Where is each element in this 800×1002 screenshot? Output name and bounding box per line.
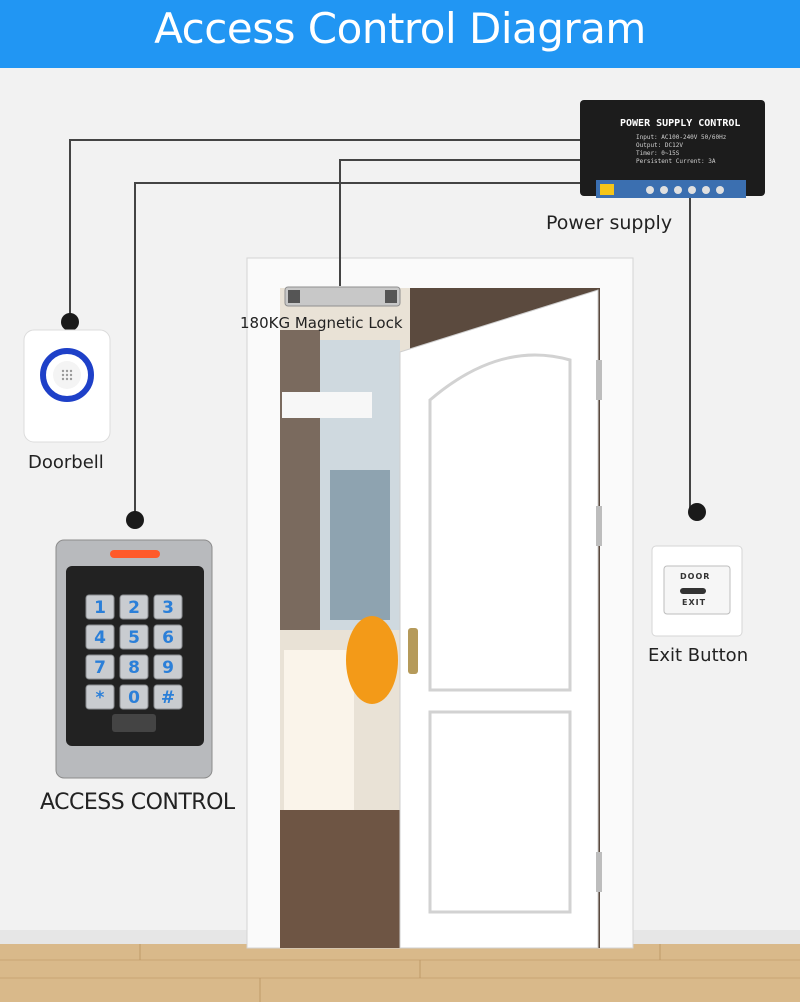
doorbell-device [23,329,111,443]
keypad-key [85,594,115,620]
magnetic-lock-label: 180KG Magnetic Lock [240,314,403,332]
keypad-key [153,654,183,680]
wire-access-control [134,182,596,520]
wire-doorbell [69,139,596,322]
keypad-keys: 1 2 3 4 5 6 7 8 9 * 0 # [85,594,183,710]
keypad-key [85,654,115,680]
access-control-label: ACCESS CONTROL [40,790,235,815]
keypad-key [153,594,183,620]
orange-chair [346,616,398,704]
keypad-led [110,550,160,558]
psu-line: Input: AC100-240V 50/60Hz [636,134,727,141]
door-leaf [399,289,602,949]
keypad-key-label: # [161,688,175,708]
keypad-key-label: 9 [162,658,174,678]
keypad-key-label: 0 [128,688,140,708]
keypad-key-label: 1 [94,598,106,618]
psu-line: Timer: 0~15S [636,150,680,157]
psu-line: Persistent Current: 3A [636,158,716,165]
keypad-key-label: 8 [128,658,140,678]
magnetic-lock [284,286,401,307]
page-title: Access Control Diagram [154,4,646,53]
exit-button-text-exit: EXIT [682,598,707,607]
keypad-key-label: 2 [128,598,140,618]
keypad-key-label: * [96,688,105,708]
door-handle [408,628,418,674]
doorbell-label: Doorbell [28,452,104,473]
keypad-key-label: 3 [162,598,174,618]
wire-terminals [61,313,706,529]
keypad-key-label: 7 [94,658,106,678]
wire-magnetic-lock [339,159,596,286]
power-supply-unit [580,100,765,198]
keypad-key [119,654,149,680]
keypad-key [85,684,115,710]
keypad-key [85,624,115,650]
doorbell-ring [40,348,94,402]
keypad-key [153,624,183,650]
keypad-key [119,594,149,620]
keypad-key [153,684,183,710]
keypad-key-label: 5 [128,628,140,648]
keypad-key [119,684,149,710]
psu-heading: POWER SUPPLY CONTROL [620,118,741,129]
exit-button-device [651,545,743,637]
power-supply-label: Power supply [546,212,673,234]
room-interior [280,288,410,948]
wiring [69,139,691,520]
keypad-key-label: 4 [94,628,106,648]
key-icon [680,588,706,594]
keypad-key [119,624,149,650]
wood-floor [0,944,800,1002]
psu-line: Output: DC12V [636,142,683,149]
keypad-key-label: 6 [162,628,174,648]
title-bar [0,0,800,68]
exit-button-label: Exit Button [648,645,749,666]
exit-button-text-door: DOOR [680,572,711,581]
